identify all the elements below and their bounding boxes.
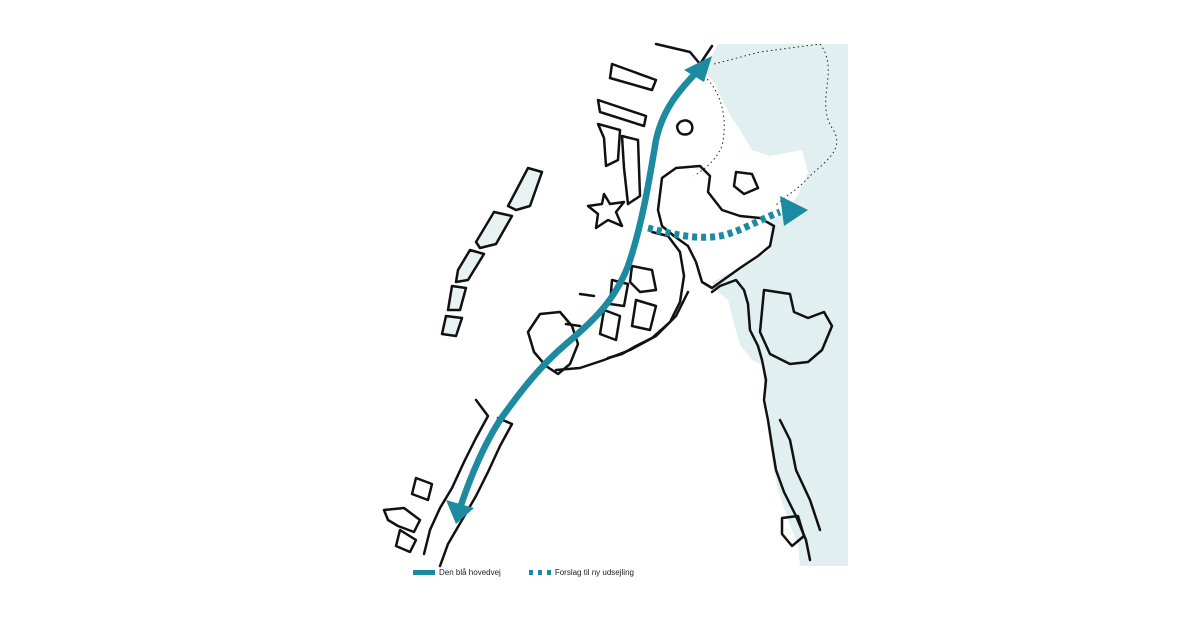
harbour-jetty-2 <box>596 98 648 128</box>
proposed-route <box>647 208 782 241</box>
island-4 <box>446 284 468 312</box>
east-basin <box>732 170 760 196</box>
legend-swatch-solid <box>413 569 435 575</box>
legend-swatch-dashed <box>528 569 551 575</box>
main-route-arrow-south <box>446 500 474 524</box>
harbour-jetty-3 <box>596 122 622 168</box>
legend-label-main-route: Den blå hovedvej <box>439 567 501 577</box>
legend-item-proposal: Forslag til ny udsejling <box>528 567 634 577</box>
island-2 <box>474 210 514 250</box>
inner-harbour-quay-3 <box>630 298 658 332</box>
west-coast-stub-2 <box>564 322 582 328</box>
inner-harbour-quay-4 <box>598 308 622 342</box>
coastline <box>382 42 834 568</box>
legend-item-main-route: Den blå hovedvej <box>413 568 501 577</box>
amager-coast <box>710 278 812 562</box>
south-harbour-pier-3 <box>394 528 418 554</box>
main-route <box>456 60 708 512</box>
legend-label-proposal: Forslag til ny udsejling <box>554 567 634 577</box>
south-harbour-arc <box>554 290 690 372</box>
main-route-arrow-north <box>684 56 712 82</box>
south-islet <box>780 514 806 548</box>
island-chain <box>440 166 544 338</box>
west-coast-stub-1 <box>578 292 596 298</box>
south-channel-east <box>438 416 514 568</box>
sea-area <box>704 44 848 566</box>
north-pier <box>654 42 714 66</box>
south-channel-west <box>422 398 490 556</box>
amager-lagoon <box>758 288 834 366</box>
harbour-jetty-1 <box>608 62 658 92</box>
map-legend: Den blå hovedvej Forslag til ny udsejlin… <box>413 565 662 579</box>
star-fortress <box>586 192 626 230</box>
inner-harbour-north <box>606 230 686 360</box>
small-island-ring <box>675 119 694 136</box>
south-harbour-pier-1 <box>410 476 434 502</box>
east-peninsula <box>656 164 776 290</box>
inner-harbour-quay-1 <box>628 264 658 294</box>
island-3 <box>454 248 486 284</box>
proposed-route-arrow <box>780 196 808 226</box>
south-harbour-pier-2 <box>382 506 422 534</box>
dotted-boundary-outer <box>774 43 838 207</box>
island-5 <box>440 314 464 338</box>
harbour-jetty-4 <box>620 134 642 206</box>
island-1 <box>506 166 544 212</box>
south-inlet <box>778 418 822 532</box>
dotted-boundary-inner <box>693 75 725 177</box>
